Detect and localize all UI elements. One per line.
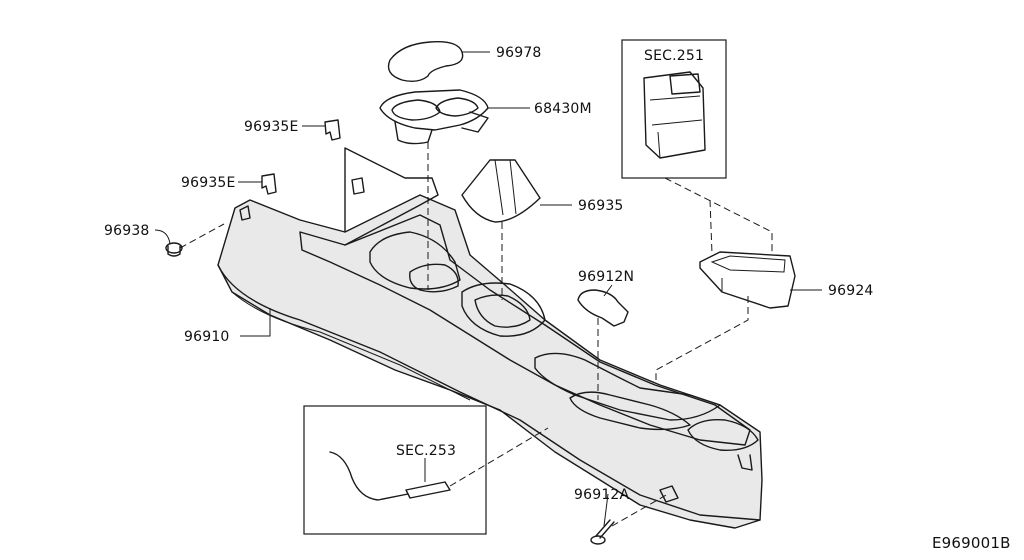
callout-96938: 96938 (104, 223, 150, 239)
section-ref-sec253: SEC.253 (396, 443, 456, 459)
figure-code: E969001B (932, 534, 1011, 552)
callout-96978: 96978 (496, 45, 542, 61)
part-96924-tray (699, 251, 796, 309)
sec253-box (303, 405, 487, 535)
part-96912a-screw (590, 519, 615, 545)
part-68430m-cupholder (379, 89, 489, 145)
callout-96924: 96924 (828, 283, 874, 299)
part-96912n-knob (577, 289, 629, 327)
leader-lines (154, 51, 822, 527)
part-96938-pushclip (165, 242, 183, 257)
callout-96935e-mid: 96935E (181, 175, 236, 191)
center-console-body (217, 147, 763, 529)
callout-68430m: 68430M (534, 101, 592, 117)
sec251-box (621, 39, 727, 179)
assembly-dashed-lines (179, 142, 773, 527)
callout-96935e-top: 96935E (244, 119, 299, 135)
callout-96910: 96910 (184, 329, 230, 345)
callout-96912n: 96912N (578, 269, 634, 285)
part-96935-boot (461, 159, 541, 223)
part-96978-mat (387, 41, 464, 83)
part-96935e-clip-top (324, 119, 341, 141)
callout-96912a: 96912A (574, 487, 630, 503)
section-ref-sec251: SEC.251 (644, 48, 704, 64)
callout-96935: 96935 (578, 198, 624, 214)
part-96935e-clip-mid (261, 173, 277, 195)
